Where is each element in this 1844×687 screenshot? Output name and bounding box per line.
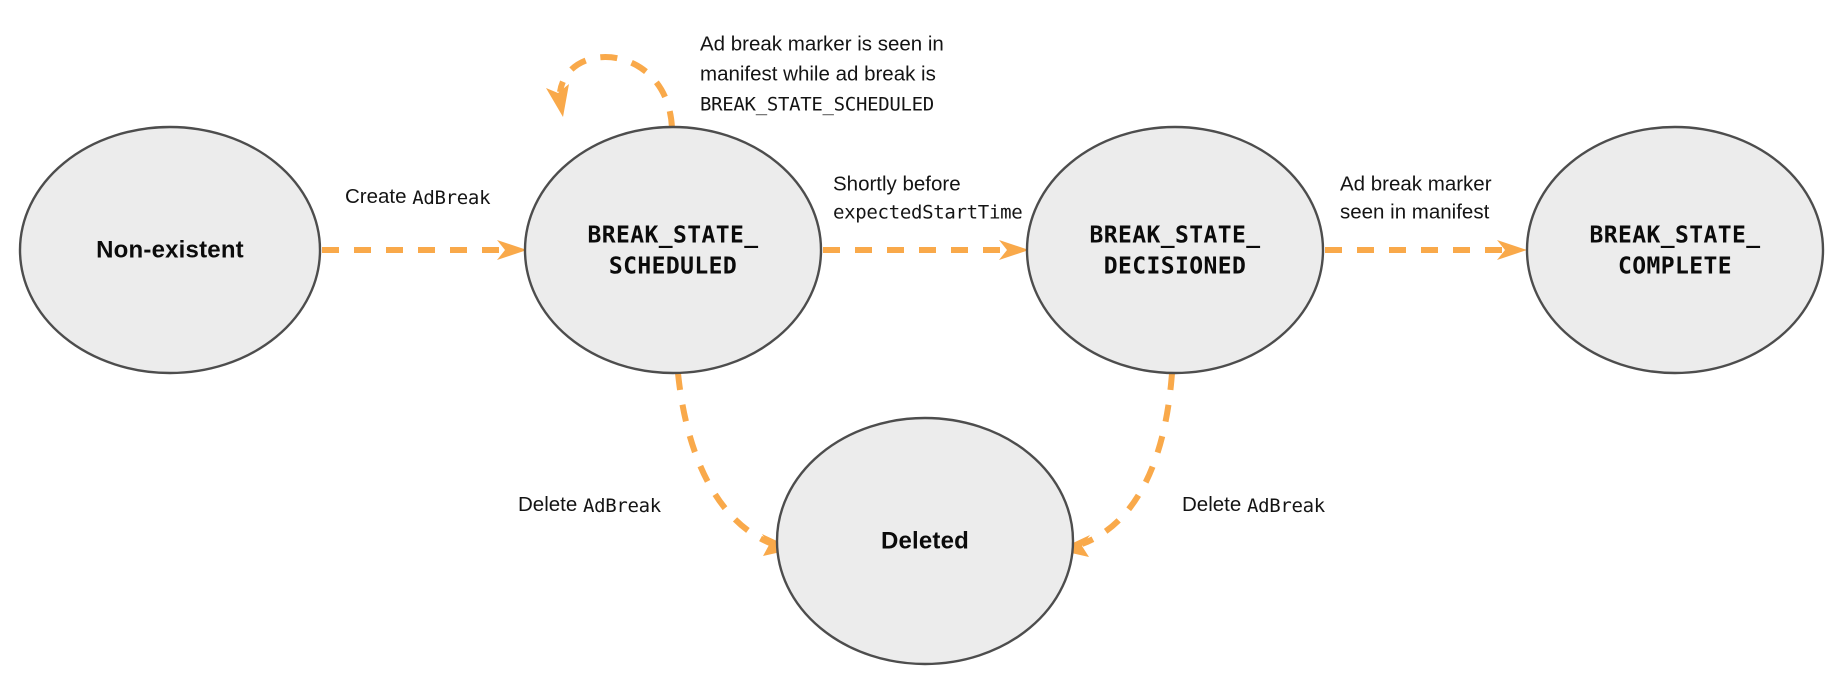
edge-scheduled-self-loop-line	[557, 54, 675, 129]
edge-label-shortly-line2: expectedStartTime	[833, 202, 1022, 224]
node-break-state-complete[interactable]: BREAK_STATE_ COMPLETE	[1525, 125, 1825, 375]
node-break-state-scheduled-shape	[523, 125, 823, 375]
edge-label-selfloop-line3: BREAK_STATE_SCHEDULED	[700, 94, 934, 116]
edge-decisioned-to-deleted[interactable]	[1058, 372, 1175, 557]
node-break-state-decisioned[interactable]: BREAK_STATE_ DECISIONED	[1025, 125, 1325, 375]
edge-create-adbreak-arrowhead	[497, 240, 527, 260]
edge-label-marker-line2: seen in manifest	[1340, 200, 1490, 223]
edge-scheduled-self-loop-arrowhead	[546, 84, 569, 117]
edge-scheduled-self-loop[interactable]	[546, 54, 675, 129]
edge-label-delete-left-prefix: Delete	[518, 493, 583, 516]
node-break-state-complete-shape	[1525, 125, 1825, 375]
node-break-state-scheduled-label-line1: BREAK_STATE_	[588, 223, 759, 249]
node-break-state-scheduled-label-line2: SCHEDULED	[609, 254, 737, 280]
node-break-state-complete-label-line2: COMPLETE	[1618, 254, 1732, 280]
edge-scheduled-to-decisioned[interactable]	[823, 240, 1029, 260]
edge-decisioned-to-complete[interactable]	[1325, 240, 1527, 260]
edge-label-create-adbreak: Create AdBreak	[345, 185, 491, 208]
node-break-state-scheduled[interactable]: BREAK_STATE_ SCHEDULED	[523, 125, 823, 375]
node-break-state-decisioned-label-line2: DECISIONED	[1104, 254, 1246, 280]
edge-decisioned-to-deleted-line	[1080, 372, 1175, 547]
edge-label-delete-right-prefix: Delete	[1182, 493, 1247, 516]
node-deleted-label: Deleted	[881, 527, 969, 554]
node-deleted-shape	[775, 416, 1075, 666]
node-break-state-decisioned-label-line1: BREAK_STATE_	[1090, 223, 1261, 249]
node-non-existent-label: Non-existent	[96, 236, 244, 263]
edge-label-delete-left-mono: AdBreak	[583, 495, 662, 517]
edge-label-selfloop-line2: manifest while ad break is	[700, 62, 936, 85]
node-non-existent[interactable]: Non-existent	[18, 125, 322, 375]
edge-scheduled-to-deleted-line	[675, 372, 772, 546]
edge-label-marker-line1: Ad break marker	[1340, 172, 1492, 195]
edge-create-adbreak[interactable]	[322, 240, 527, 260]
edge-scheduled-to-decisioned-arrowhead	[999, 240, 1029, 260]
edge-decisioned-to-complete-arrowhead	[1497, 240, 1527, 260]
edge-label-create-adbreak-mono: AdBreak	[412, 187, 491, 209]
edge-label-selfloop-line1: Ad break marker is seen in	[700, 32, 944, 55]
edge-label-delete-right: Delete AdBreak	[1182, 493, 1326, 516]
edge-label-shortly-line1: Shortly before	[833, 172, 961, 195]
node-break-state-complete-label-line1: BREAK_STATE_	[1590, 223, 1761, 249]
edge-label-delete-left: Delete AdBreak	[518, 493, 662, 516]
node-break-state-decisioned-shape	[1025, 125, 1325, 375]
edge-label-create-adbreak-prefix: Create	[345, 185, 412, 208]
node-deleted[interactable]: Deleted	[775, 416, 1075, 666]
node-non-existent-shape	[18, 125, 322, 375]
edge-label-delete-right-mono: AdBreak	[1247, 495, 1326, 517]
